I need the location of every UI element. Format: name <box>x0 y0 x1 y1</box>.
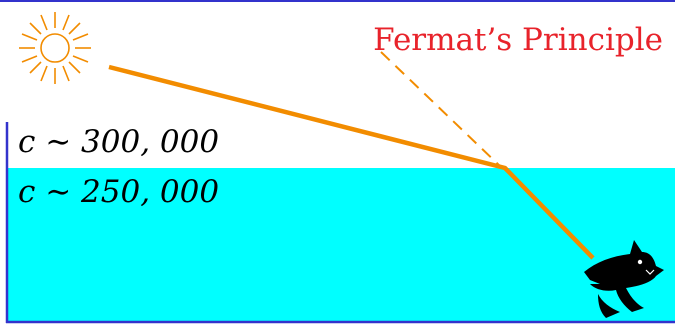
dashed-guide-line <box>380 51 503 169</box>
light-ray <box>108 64 595 260</box>
diagram-title: Fermat’s Principle <box>373 22 663 58</box>
sun-icon <box>19 12 91 84</box>
shark-icon <box>584 240 664 318</box>
water-speed-label: c ∼ 250, 000 <box>18 174 219 210</box>
air-speed-label: c ∼ 300, 000 <box>18 124 219 160</box>
water-region <box>7 168 675 322</box>
